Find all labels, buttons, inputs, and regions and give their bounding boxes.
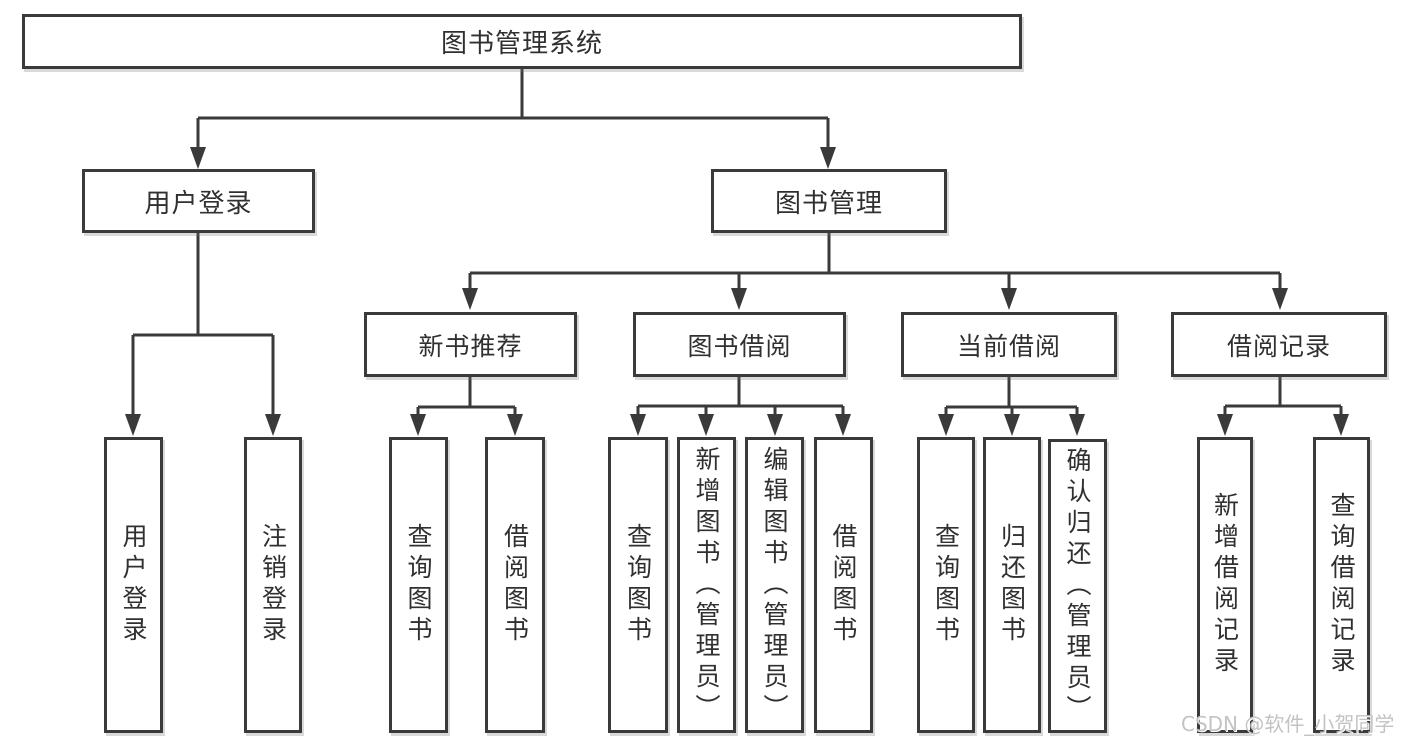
leaf-query-borrow-record: 查询借阅记录 (1313, 437, 1370, 733)
leaf-borrow-book-2: 借阅图书 (814, 437, 873, 733)
node-book-borrow: 图书借阅 (633, 312, 846, 377)
leaf-user-login: 用户登录 (104, 437, 163, 733)
node-new-book-recommend: 新书推荐 (364, 312, 577, 377)
connector-borrowrecord-to-leaves (1217, 377, 1349, 436)
leaf-query-book-1: 查询图书 (389, 437, 448, 733)
leaf-query-book-3: 查询图书 (917, 437, 975, 733)
leaf-edit-book-admin: 编辑图书（管理员） (745, 437, 804, 733)
connector-currentborrow-to-leaves (938, 377, 1085, 436)
node-book-management: 图书管理 (711, 169, 947, 233)
leaf-return-book: 归还图书 (983, 437, 1041, 733)
node-system-root: 图书管理系统 (22, 14, 1022, 69)
node-borrow-record: 借阅记录 (1171, 312, 1387, 377)
leaf-query-book-2: 查询图书 (608, 437, 668, 733)
connector-userlogin-to-leaves (125, 233, 281, 436)
leaf-add-borrow-record: 新增借阅记录 (1197, 437, 1253, 733)
leaf-borrow-book-1: 借阅图书 (485, 437, 545, 733)
connector-bookborrow-to-leaves (630, 377, 851, 436)
connector-root-to-level2 (190, 69, 836, 169)
leaf-confirm-return-admin: 确认归还（管理员） (1048, 439, 1107, 733)
node-current-borrow: 当前借阅 (901, 312, 1117, 377)
leaf-add-book-admin: 新增图书（管理员） (677, 437, 736, 733)
leaf-logout: 注销登录 (244, 437, 302, 733)
csdn-watermark: CSDN @软件_小贺同学 (1181, 712, 1395, 736)
connector-newbook-to-leaves (410, 377, 523, 436)
node-user-login: 用户登录 (82, 169, 315, 233)
connector-bookmgmt-to-level3 (462, 233, 1288, 310)
